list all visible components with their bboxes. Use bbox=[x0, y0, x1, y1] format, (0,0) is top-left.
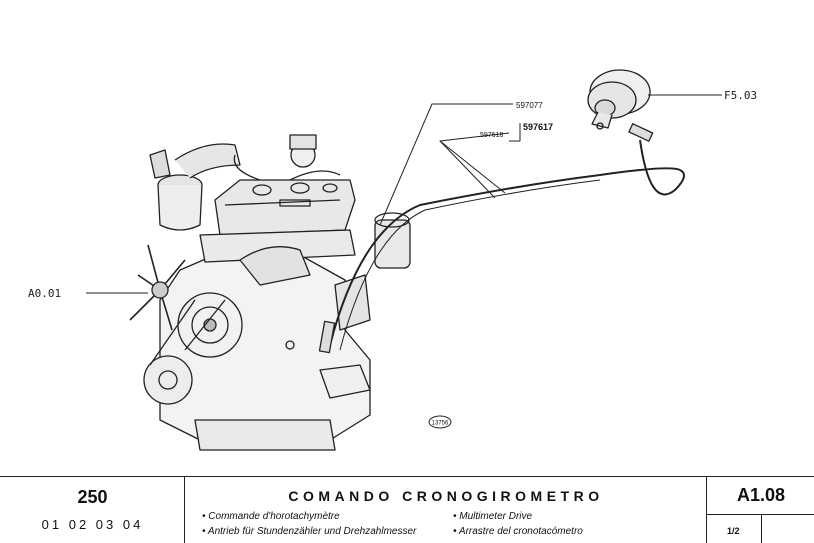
speedometer-ref: F5.03 bbox=[724, 89, 757, 102]
stamp-oval bbox=[428, 415, 452, 429]
drawing-number: 13756 bbox=[432, 421, 449, 427]
sheet-number: 1/2 bbox=[727, 526, 740, 536]
engine-ref: A0.01 bbox=[28, 287, 61, 300]
part-ref-597617: 597617 bbox=[523, 122, 553, 132]
model-number: 250 bbox=[77, 487, 108, 507]
page-title: COMANDO CRONOGIROMETRO bbox=[288, 488, 604, 504]
subtitle-es: • Arrastre del cronotacómetro bbox=[453, 526, 583, 537]
model-cell: 250 01 02 03 04 bbox=[0, 477, 185, 543]
code-cell: A1.08 1/2 bbox=[706, 477, 814, 543]
drive-cable bbox=[329, 139, 685, 346]
speedometer-illustration bbox=[587, 69, 651, 130]
part-ref-597618: 597618 bbox=[480, 132, 503, 139]
code-divider bbox=[707, 514, 814, 515]
title-cell: COMANDO CRONOGIROMETRO • Commande d'horo… bbox=[186, 477, 706, 543]
model-variants: 01 02 03 04 bbox=[41, 517, 144, 532]
part-ref-597077: 597077 bbox=[516, 101, 543, 110]
title-block: 250 01 02 03 04 COMANDO CRONOGIROMETRO •… bbox=[0, 476, 814, 543]
sheet-divider bbox=[761, 514, 762, 543]
subtitle-en: • Multimeter Drive bbox=[453, 511, 533, 522]
subtitle-de: • Antrieb für Stundenzähler und Drehzahl… bbox=[202, 526, 417, 537]
engine-illustration bbox=[129, 134, 411, 451]
parts-drawing: F5.03 A0.01 597077 597617 597618 13756 bbox=[28, 69, 757, 451]
section-code: A1.08 bbox=[736, 485, 786, 505]
subtitle-fr: • Commande d'horotachymètre bbox=[202, 511, 340, 522]
